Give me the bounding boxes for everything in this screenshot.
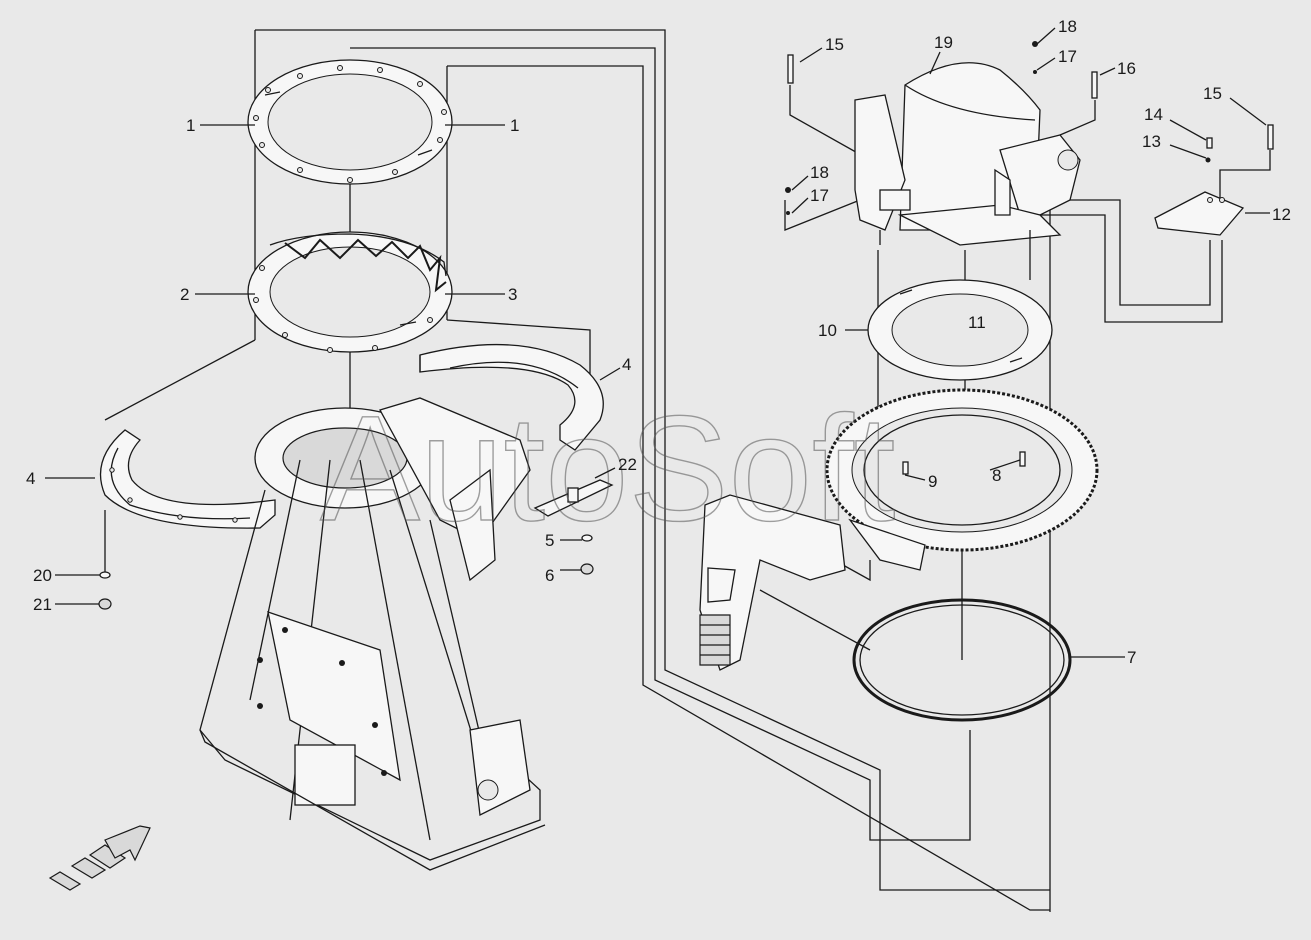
half-ring-4-right bbox=[419, 343, 604, 451]
callout-17-left: 17 bbox=[810, 186, 829, 205]
fasteners-left bbox=[98, 534, 594, 610]
callout-1-right: 1 bbox=[510, 116, 519, 135]
callout-13: 13 bbox=[1142, 132, 1161, 151]
callout-17-top: 17 bbox=[1058, 47, 1077, 66]
callout-11: 11 bbox=[968, 313, 986, 332]
callout-18-top: 18 bbox=[1058, 17, 1077, 36]
callout-6: 6 bbox=[545, 566, 554, 585]
gasket-10-11 bbox=[867, 279, 1053, 381]
direction-arrow bbox=[48, 825, 151, 891]
callout-12: 12 bbox=[1272, 205, 1291, 224]
swivel-bracket bbox=[699, 494, 846, 671]
bolts-right bbox=[785, 41, 1274, 215]
gasket-ring-1 bbox=[247, 59, 453, 185]
ring-2-lattice-3 bbox=[247, 231, 453, 353]
callout-18-left: 18 bbox=[810, 163, 829, 182]
callout-8: 8 bbox=[992, 466, 1001, 485]
callout-2: 2 bbox=[180, 285, 189, 304]
callout-15-right: 15 bbox=[1203, 84, 1222, 103]
callout-14: 14 bbox=[1144, 105, 1163, 124]
leader-lines bbox=[45, 27, 1270, 658]
callout-5: 5 bbox=[545, 531, 554, 550]
tower-housing-19 bbox=[854, 62, 1081, 280]
callout-4-right: 4 bbox=[622, 355, 631, 374]
seal-ring-7 bbox=[852, 598, 1072, 722]
callout-19: 19 bbox=[934, 33, 953, 52]
callout-22: 22 bbox=[618, 455, 637, 474]
callout-1-left: 1 bbox=[186, 116, 195, 135]
assembly-lines bbox=[104, 29, 1271, 912]
callout-labels: 1 1 2 3 4 4 5 6 7 8 9 10 11 12 13 14 15 … bbox=[26, 17, 1291, 667]
callout-10: 10 bbox=[818, 321, 837, 340]
bracket-plate-12 bbox=[1154, 191, 1245, 236]
plate-22 bbox=[533, 479, 614, 517]
callout-20: 20 bbox=[33, 566, 52, 585]
callout-7: 7 bbox=[1127, 648, 1136, 667]
center-pedestal bbox=[199, 397, 546, 871]
callout-16: 16 bbox=[1117, 59, 1136, 78]
callout-3: 3 bbox=[508, 285, 517, 304]
slew-gear-ring bbox=[825, 388, 1099, 571]
watermark-text: AutoSoft bbox=[320, 384, 895, 552]
callout-9: 9 bbox=[928, 472, 937, 491]
callout-15-left: 15 bbox=[825, 35, 844, 54]
half-ring-4-left bbox=[99, 429, 276, 529]
small-bolts-8-9 bbox=[902, 451, 1026, 475]
callout-21: 21 bbox=[33, 595, 52, 614]
callout-4-left: 4 bbox=[26, 469, 35, 488]
